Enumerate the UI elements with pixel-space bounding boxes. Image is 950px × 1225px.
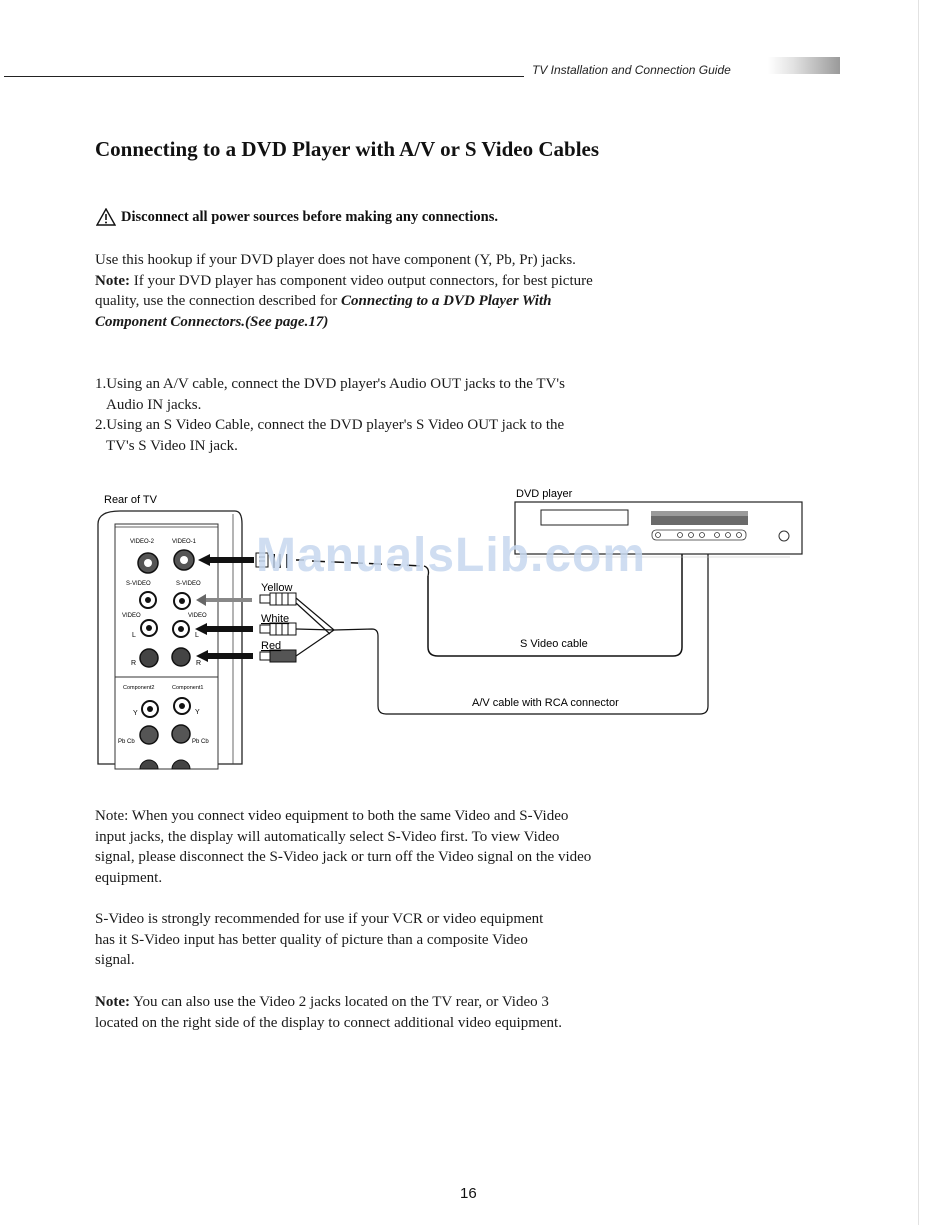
- note-label: Note:: [95, 272, 130, 289]
- jack-label-r-right: R: [196, 660, 201, 667]
- dvd-player-label: DVD player: [516, 488, 573, 500]
- step-1: 1.Using an A/V cable, connect the DVD pl…: [95, 376, 565, 413]
- jack-label-pbcb-right: Pb Cb: [192, 739, 209, 745]
- header-guide-title: TV Installation and Connection Guide: [532, 63, 731, 77]
- jack-label-video-right: VIDEO: [188, 613, 207, 619]
- component-pb-jack-right: [171, 724, 191, 744]
- jack-label-video2: VIDEO-2: [130, 539, 155, 545]
- jack-label-component2: Component2: [123, 685, 155, 691]
- dvd-power-button: [778, 530, 790, 542]
- component-pb-jack-left: [139, 725, 159, 745]
- header-shade-tab: [768, 57, 840, 74]
- jack-label-l-right: L: [195, 632, 199, 639]
- note-text: If your DVD player has component video o…: [95, 272, 593, 310]
- header-rule: [4, 76, 524, 77]
- audio-r-jack-right: [171, 647, 191, 667]
- connection-arrows: [195, 554, 254, 662]
- av-cable-label: A/V cable with RCA connector: [472, 697, 619, 709]
- svideo-cable-label: S Video cable: [520, 638, 588, 650]
- step-2: 2.Using an S Video Cable, connect the DV…: [95, 417, 565, 455]
- cable-color-yellow: Yellow: [261, 582, 292, 594]
- connection-diagram: Rear of TV DVD player VIDEO-2 VIDEO-1 S-…: [97, 488, 803, 770]
- note2-paragraph: Note: When you connect video equipment t…: [95, 808, 592, 887]
- jack-label-component1: Component1: [172, 685, 204, 691]
- watermark: ManualsLib.com: [256, 529, 647, 582]
- jack-label-r-left: R: [131, 660, 136, 667]
- svideo-recommendation: S-Video is strongly recommended for use …: [95, 911, 544, 969]
- svideo-plug: [255, 552, 304, 568]
- rca-plug-white: [259, 622, 297, 636]
- page-edge: [918, 0, 919, 1225]
- note3-text: You can also use the Video 2 jacks locat…: [95, 994, 562, 1031]
- rca-plug-yellow: [259, 592, 297, 606]
- note-reference: Connecting to a DVD Player With Componen…: [95, 293, 552, 331]
- jack-label-video-left: VIDEO: [122, 613, 141, 619]
- section-title: Connecting to a DVD Player with A/V or S…: [95, 137, 600, 161]
- rca-plug-red: [259, 649, 297, 663]
- intro-paragraph: Use this hookup if your DVD player does …: [95, 250, 595, 333]
- svideo-cable-loop: [427, 544, 683, 657]
- rear-of-tv-label: Rear of TV: [104, 494, 158, 506]
- dvd-player-device: [514, 501, 803, 558]
- jack-label-video1: VIDEO-1: [172, 539, 197, 545]
- intro-text: Use this hookup if your DVD player does …: [95, 252, 576, 268]
- page-number: 16: [460, 1185, 477, 1202]
- note3-label: Note:: [95, 994, 130, 1010]
- rca-cable-bundle: [295, 544, 709, 715]
- note3-paragraph: Note: You can also use the Video 2 jacks…: [95, 992, 575, 1033]
- jack-label-svideo-left: S-VIDEO: [126, 581, 151, 587]
- jack-label-pbcb-left: Pb Cb: [118, 739, 135, 745]
- jack-label-y-left: Y: [133, 710, 138, 717]
- cable-color-white: White: [261, 613, 289, 625]
- steps-list: 1.Using an A/V cable, connect the DVD pl…: [95, 374, 595, 457]
- jack-label-y-right: Y: [195, 709, 200, 716]
- audio-r-jack-left: [139, 648, 159, 668]
- warning-triangle-icon: [96, 208, 116, 226]
- jack-label-svideo-right: S-VIDEO: [176, 581, 201, 587]
- warning-line: Disconnect all power sources before maki…: [96, 208, 498, 226]
- cable-color-red: Red: [261, 640, 281, 652]
- tv-rear-panel: [97, 510, 243, 770]
- warning-text: Disconnect all power sources before maki…: [121, 208, 498, 225]
- jack-label-l-left: L: [132, 632, 136, 639]
